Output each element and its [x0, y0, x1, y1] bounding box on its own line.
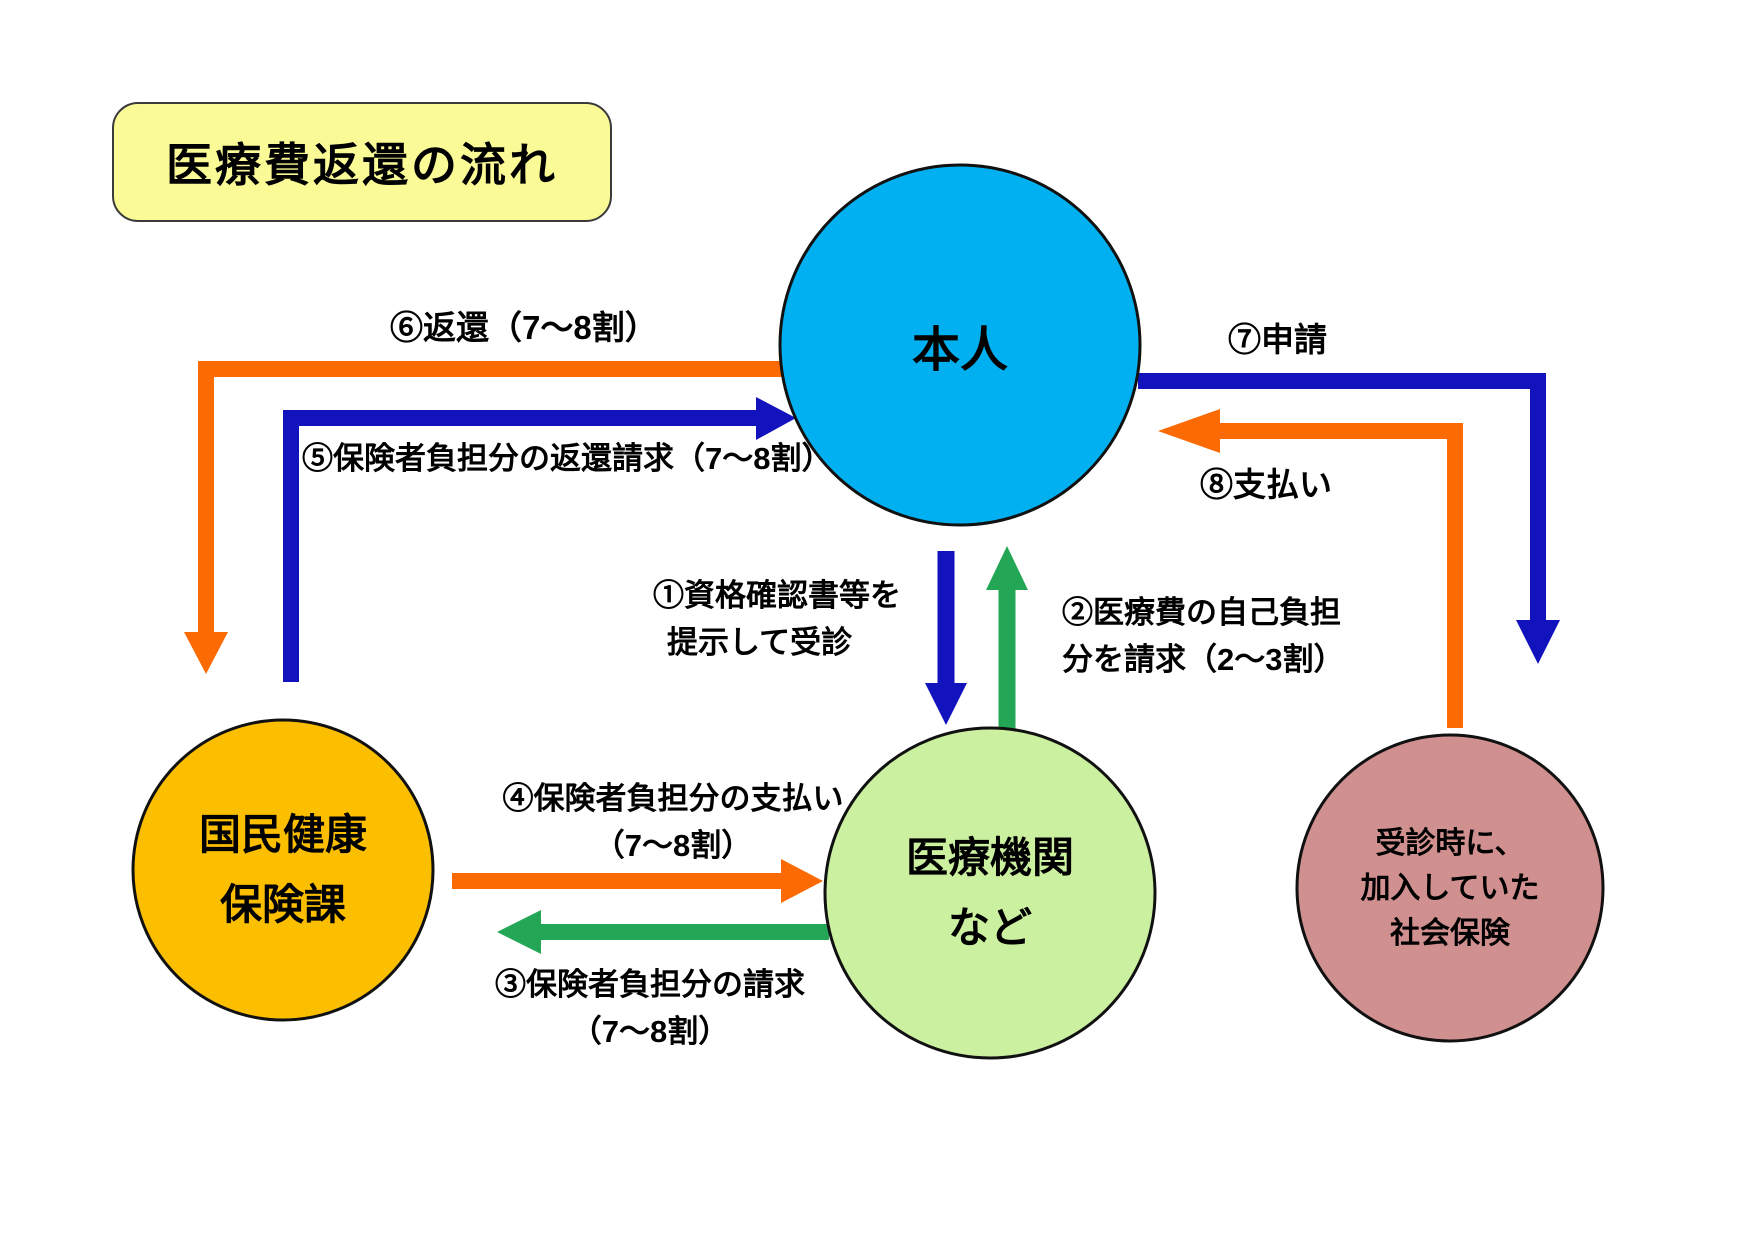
- arrow-8-payment-shaft: [1218, 423, 1463, 728]
- flow-2-line1: ②医療費の自己負担: [1062, 595, 1341, 630]
- flow-3-label: ③保険者負担分の請求 （7～8割）: [455, 962, 845, 1055]
- person-circle: [778, 163, 1142, 527]
- arrow-4-insurer-payment-head: [781, 859, 823, 903]
- medical-circle: [823, 726, 1157, 1060]
- arrow-7-application-shaft: [1138, 373, 1546, 624]
- title-box: 医療費返還の流れ: [112, 102, 612, 222]
- flow-7-label: ⑦申請: [1228, 321, 1327, 358]
- flow-2-line2: 分を請求（2～3割）: [1062, 641, 1345, 677]
- arrow-6-refund-head: [184, 632, 228, 674]
- arrow-5-refund-claim-head: [756, 397, 796, 440]
- flow-3-line1: ③保険者負担分の請求: [495, 967, 805, 1002]
- flow-3-line2: （7～8割）: [570, 1013, 730, 1049]
- arrow-1-visit-head: [925, 683, 967, 725]
- flow-5-label: ⑤保険者負担分の返還請求（7～8割）: [302, 441, 833, 476]
- kokuho-circle: [131, 718, 435, 1022]
- arrow-3-insurer-claim-head: [497, 910, 541, 954]
- page-title: 医療費返還の流れ: [166, 139, 558, 191]
- shaho-circle: [1295, 733, 1605, 1043]
- flow-4-line2: （7～8割）: [593, 827, 753, 863]
- flow-1-label: ①資格確認書等を 提示して受診: [653, 573, 901, 666]
- arrow-5-refund-claim-shaft: [283, 410, 758, 682]
- arrow-2-charge-head: [986, 546, 1028, 590]
- arrow-7-application-head: [1516, 620, 1560, 664]
- flow-6-label: ⑥返還（7～8割）: [390, 309, 658, 346]
- arrow-8-payment-head: [1158, 409, 1220, 453]
- flow-4-label: ④保険者負担分の支払い （7～8割）: [478, 776, 868, 869]
- flow-1-line2: 提示して受診: [667, 624, 853, 660]
- flow-8-label: ⑧支払い: [1200, 466, 1332, 503]
- flow-2-label: ②医療費の自己負担 分を請求（2～3割）: [1062, 590, 1344, 683]
- arrow-6-refund-shaft: [198, 361, 783, 636]
- flow-1-line1: ①資格確認書等を: [653, 578, 901, 613]
- flow-4-line1: ④保険者負担分の支払い: [502, 781, 844, 816]
